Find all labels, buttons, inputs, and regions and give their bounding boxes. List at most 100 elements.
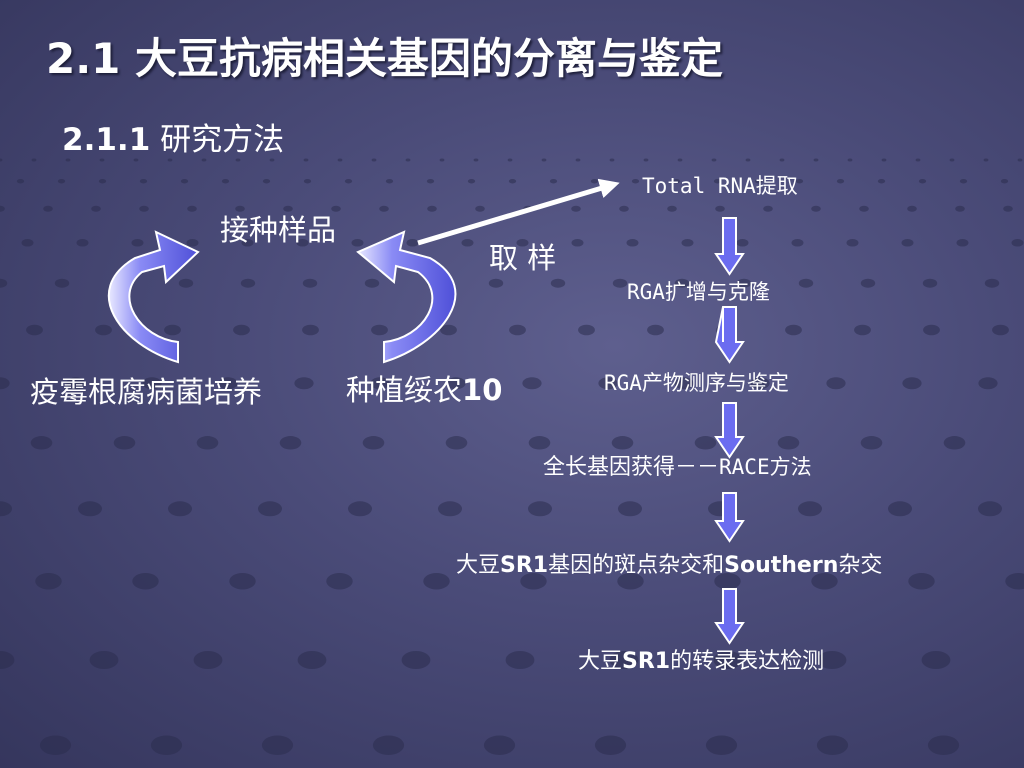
flow-step-hybridization: 大豆SR1基因的斑点杂交和Southern杂交 <box>456 555 882 577</box>
background-dot <box>439 158 445 162</box>
background-dot <box>133 158 139 162</box>
background-dot <box>516 239 529 247</box>
background-dot <box>923 324 940 336</box>
background-dot <box>372 735 405 755</box>
background-dot <box>1011 239 1024 247</box>
background-dot <box>528 436 551 450</box>
background-dot <box>611 436 634 450</box>
background-dot <box>619 205 629 212</box>
expression-gene: SR1 <box>622 649 671 674</box>
background-dot <box>178 278 194 288</box>
right-curved-arrow <box>356 230 457 364</box>
background-dot <box>509 324 526 336</box>
background-dot <box>0 278 8 288</box>
background-dot <box>344 178 353 184</box>
background-dot <box>26 324 43 336</box>
background-dot <box>779 158 785 162</box>
background-dot <box>609 651 639 669</box>
background-dot <box>520 572 547 590</box>
background-dot <box>150 735 183 755</box>
background-dot <box>927 735 960 755</box>
background-dot <box>488 278 504 288</box>
background-dot <box>609 158 615 162</box>
section-subtitle: 2.1.1 研究方法 <box>62 125 284 156</box>
background-dot <box>240 278 256 288</box>
background-dot <box>1003 205 1013 212</box>
background-dot <box>902 377 922 390</box>
background-dot <box>860 436 883 450</box>
background-dot <box>326 572 353 590</box>
background-dot <box>261 735 294 755</box>
background-dot <box>180 178 189 184</box>
background-dot <box>201 158 207 162</box>
background-dot <box>440 324 457 336</box>
background-dot <box>860 278 876 288</box>
background-dot <box>754 178 763 184</box>
background-dot <box>677 158 683 162</box>
background-dot <box>283 205 293 212</box>
background-dot <box>955 205 965 212</box>
background-dot <box>233 324 250 336</box>
background-dot <box>337 158 343 162</box>
flow-step-full-length: 全长基因获得－－RACE方法 <box>543 457 812 479</box>
background-dot <box>978 501 1002 517</box>
background-dot <box>1005 572 1024 590</box>
flow-step-total-rna: Total RNA提取 <box>642 174 798 198</box>
background-dot <box>594 735 627 755</box>
background-dot <box>39 735 72 755</box>
background-dot <box>426 178 435 184</box>
background-dot <box>949 158 955 162</box>
background-dot <box>522 377 542 390</box>
background-dot <box>131 239 144 247</box>
background-dot <box>331 205 341 212</box>
background-dot <box>65 158 71 162</box>
hybrid-mid: 基因的斑点杂交和 <box>548 553 725 578</box>
background-dot <box>694 436 717 450</box>
background-dot <box>798 501 822 517</box>
background-dot <box>983 158 989 162</box>
background-dot <box>811 205 821 212</box>
background-dot <box>302 278 318 288</box>
background-dot <box>221 178 230 184</box>
hybrid-method: Southern <box>724 553 839 578</box>
background-dot <box>643 158 649 162</box>
background-dot <box>241 239 254 247</box>
background-dot <box>31 158 37 162</box>
background-dot <box>590 178 599 184</box>
background-dot <box>528 501 552 517</box>
page-title: 2.1 大豆抗病相关基因的分离与鉴定 <box>46 34 724 83</box>
background-dot <box>505 651 535 669</box>
background-dot <box>279 436 302 450</box>
background-dot <box>785 324 802 336</box>
inoculated-sample-label: 接种样品 <box>220 213 337 247</box>
background-dot <box>385 178 394 184</box>
background-dot <box>674 278 690 288</box>
background-dot <box>423 572 450 590</box>
section-number: 2.1.1 <box>62 122 151 158</box>
background-dot <box>193 651 223 669</box>
flow-arrow-5 <box>714 588 745 645</box>
background-dot <box>113 436 136 450</box>
background-dot <box>984 278 1000 288</box>
background-dot <box>901 239 914 247</box>
background-dot <box>736 278 752 288</box>
background-dot <box>132 572 159 590</box>
flow-step-rga-sequencing: RGA产物测序与鉴定 <box>604 371 789 395</box>
background-dot <box>763 205 773 212</box>
hybrid-pre: 大豆 <box>456 553 501 578</box>
background-dot <box>186 239 199 247</box>
background-dot <box>43 205 53 212</box>
background-dot <box>959 178 968 184</box>
background-dot <box>35 572 62 590</box>
background-dot <box>95 324 112 336</box>
background-dot <box>297 651 327 669</box>
background-dot <box>881 158 887 162</box>
background-dot <box>571 205 581 212</box>
background-dot <box>57 178 66 184</box>
background-dot <box>877 178 886 184</box>
plant-cultivar-label: 种植绥农10 <box>346 376 502 405</box>
background-dot <box>550 278 566 288</box>
background-dot <box>0 501 12 517</box>
hybrid-gene: SR1 <box>500 553 549 578</box>
background-dot <box>907 205 917 212</box>
